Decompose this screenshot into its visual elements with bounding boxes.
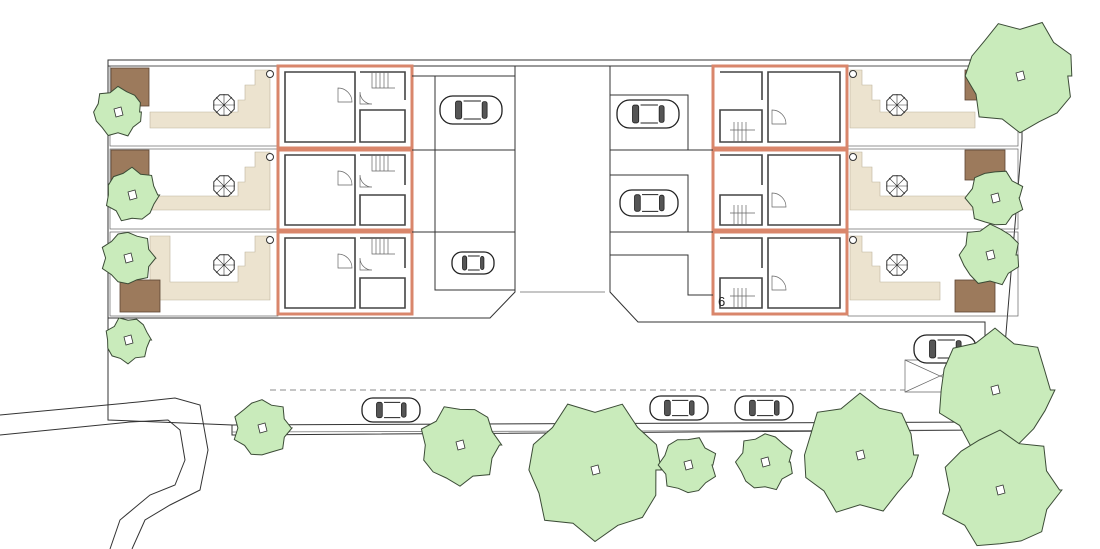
trees (93, 21, 1073, 547)
tree (233, 399, 294, 456)
tree (958, 223, 1020, 286)
garden-furniture (213, 94, 908, 276)
car (649, 395, 709, 421)
car (439, 95, 503, 125)
tree (105, 317, 153, 365)
tree (420, 406, 503, 487)
tree (657, 437, 717, 494)
garden-umbrella-icon (213, 94, 235, 116)
garden-umbrella-icon (213, 175, 235, 197)
tree (942, 429, 1063, 547)
tree (734, 433, 793, 491)
tree (964, 21, 1073, 134)
car (734, 395, 794, 421)
parking-bays (412, 75, 713, 296)
cars (361, 95, 977, 423)
tree (803, 392, 920, 513)
car (451, 251, 495, 275)
car (616, 99, 680, 129)
access-road (0, 397, 209, 549)
garden-umbrella-icon (886, 254, 908, 276)
gardens-west (109, 65, 279, 317)
tree (93, 85, 142, 137)
tree (938, 327, 1056, 448)
tree (964, 170, 1024, 226)
unit-number-label: 6 (718, 294, 725, 309)
car (619, 189, 679, 217)
tree (528, 403, 662, 543)
garden-umbrella-icon (213, 254, 235, 276)
car (361, 397, 421, 423)
houses-east: 6 (711, 64, 857, 316)
garden-umbrella-icon (886, 94, 908, 116)
garden-umbrella-icon (886, 175, 908, 197)
tree (105, 166, 161, 222)
houses-west (266, 64, 414, 316)
tree (101, 231, 157, 285)
